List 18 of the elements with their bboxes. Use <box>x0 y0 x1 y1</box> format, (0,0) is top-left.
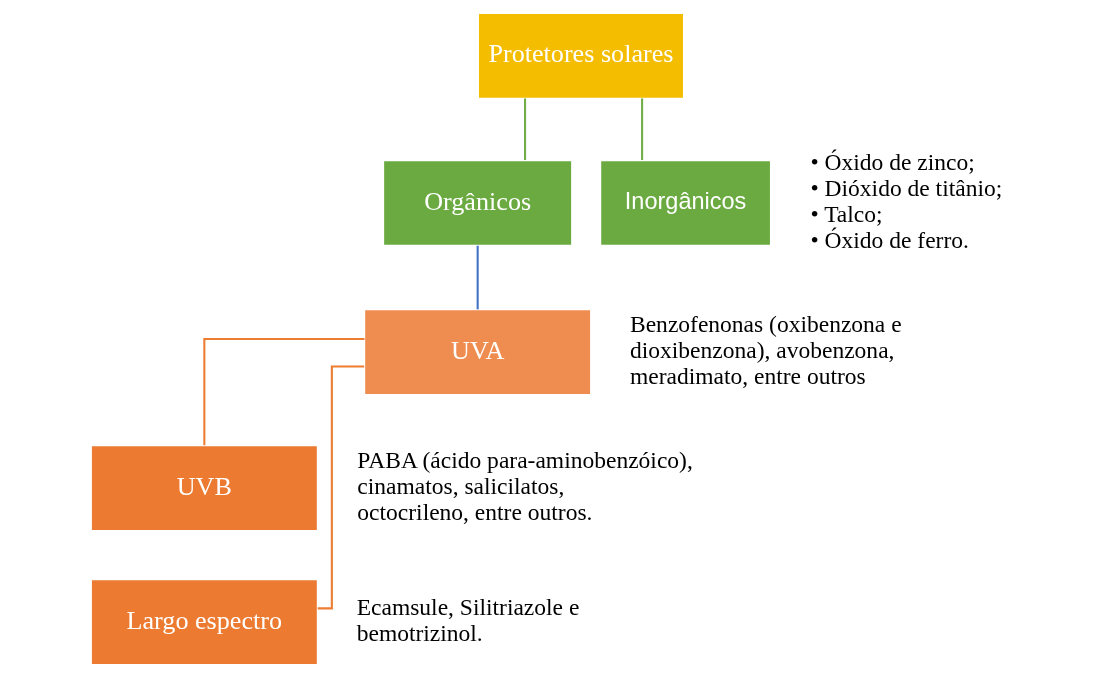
node-label: PABA (ácido para-aminobenzóico), cinamatos, salicilatos, octocrileno, entre outros. <box>356 446 693 525</box>
node-box: Largo espectro <box>90 578 318 666</box>
connector <box>476 245 479 310</box>
connector <box>202 337 364 446</box>
node-label: Benzofenonas (oxibenzona e dioxibenzona), avobenzona, meradimato, entre outros <box>629 310 902 389</box>
node-label: • Óxido de ferro. <box>809 226 969 253</box>
node-label: • Talco; <box>809 200 883 227</box>
node-box: UVB <box>90 444 318 532</box>
node-label: Ecamsule, Silitriazole e bemotrizinol. <box>356 593 579 646</box>
node-label: • Dióxido de titânio; <box>809 174 1002 201</box>
connector <box>317 365 364 610</box>
node-box: Orgânicos <box>382 159 572 247</box>
connector <box>523 98 526 161</box>
connector <box>640 98 643 161</box>
node-box: Protetores solares <box>477 12 684 100</box>
node-box: Inorgânicos <box>599 159 771 247</box>
node-label: • Óxido de zinco; <box>809 148 975 175</box>
node-box: UVA <box>363 308 591 396</box>
